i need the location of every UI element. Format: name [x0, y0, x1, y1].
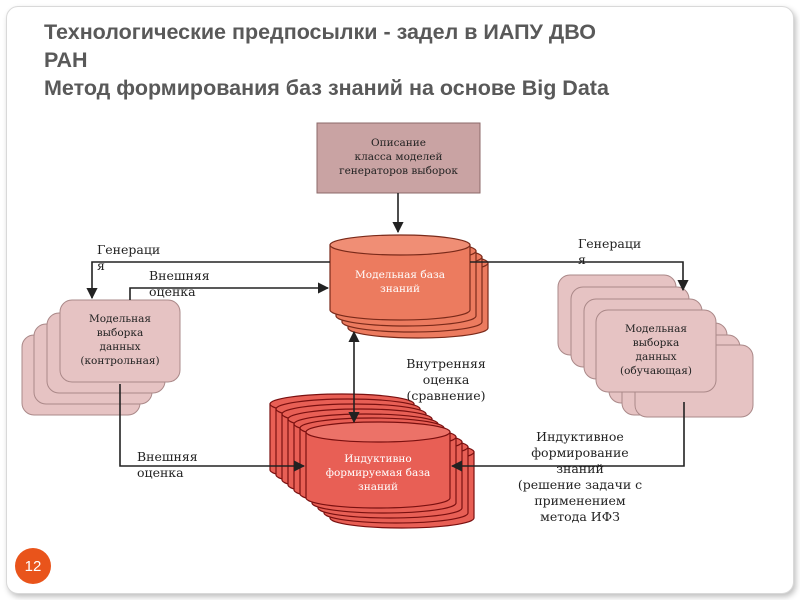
- label-external-eval-top-line: Внешняя: [149, 268, 210, 283]
- arrow-generation-left: [86, 261, 330, 300]
- label-internal-eval-line: оценка: [422, 372, 470, 387]
- label-inductive-line: (решение задачи с: [517, 477, 643, 492]
- training-sample-line: (обучающая): [619, 365, 692, 377]
- inductive-knowledge-base: [269, 393, 475, 529]
- label-generation-left-line: Генераци: [97, 242, 161, 257]
- label-inductive-formation: Индуктивное формирование знаний (решение…: [508, 429, 652, 525]
- label-generation-right-line: я: [578, 252, 586, 267]
- inductive-kb-text: Индуктивно формируемая база знаний: [306, 452, 450, 494]
- control-sample-line: (контрольная): [80, 355, 160, 367]
- control-sample-stack: [21, 299, 181, 416]
- inductive-kb-line: Индуктивно: [344, 453, 412, 465]
- label-external-eval-bottom-line: Внешняя: [137, 449, 198, 464]
- label-generation-right-line: Генераци: [578, 236, 642, 251]
- label-internal-eval-line: (сравнение): [406, 388, 486, 403]
- generator-class-text: Описание класса моделей генераторов выбо…: [317, 136, 480, 178]
- arrow-external-eval-bottom: [119, 384, 306, 472]
- label-inductive-line: применением: [534, 493, 626, 508]
- generator-class-line: Описание: [371, 137, 426, 149]
- training-sample-stack: [557, 274, 754, 418]
- model-kb-line: знаний: [380, 283, 420, 295]
- model-kb-line: Модельная база: [355, 269, 445, 281]
- label-generation-left: Генераци я: [97, 242, 160, 274]
- title-line-2: РАН: [44, 48, 88, 72]
- label-inductive-line: формирование: [531, 445, 629, 460]
- label-external-eval-bottom-line: оценка: [137, 465, 184, 480]
- page-number-badge: 12: [15, 548, 51, 584]
- model-kb-text: Модельная база знаний: [330, 268, 470, 296]
- label-inductive-line: Индуктивное: [536, 429, 624, 444]
- label-inductive-line: метода ИФЗ: [540, 509, 620, 524]
- label-internal-eval: Внутренняя оценка (сравнение): [395, 356, 497, 404]
- generator-class-line: генераторов выборок: [339, 165, 458, 177]
- label-external-eval-top: Внешняя оценка: [149, 268, 210, 300]
- training-sample-line: выборка: [632, 337, 680, 349]
- arrow-external-eval-top: [129, 282, 330, 300]
- label-generation-right: Генераци я: [578, 236, 641, 268]
- arrow-generation-right: [470, 261, 689, 292]
- arrow-inductive-formation: [450, 402, 685, 472]
- model-knowledge-base: [329, 234, 489, 339]
- slide-title: Технологические предпосылки - задел в ИА…: [44, 18, 764, 102]
- label-external-eval-bottom: Внешняя оценка: [137, 449, 198, 481]
- training-sample-text: Модельная выборка данных (обучающая): [596, 322, 716, 378]
- connectors: [86, 193, 689, 472]
- label-internal-eval-line: Внутренняя: [406, 356, 486, 371]
- training-sample-line: Модельная: [624, 323, 688, 335]
- control-sample-text: Модельная выборка данных (контрольная): [60, 312, 180, 368]
- control-sample-line: выборка: [96, 327, 144, 339]
- control-sample-line: данных: [99, 341, 141, 353]
- control-sample-line: Модельная: [88, 313, 152, 325]
- label-inductive-line: знаний: [556, 461, 604, 476]
- training-sample-line: данных: [635, 351, 677, 363]
- generator-class-line: класса моделей: [354, 151, 443, 163]
- label-external-eval-top-line: оценка: [149, 284, 196, 299]
- inductive-kb-line: знаний: [358, 481, 398, 493]
- title-line-3: Метод формирования баз знаний на основе …: [44, 76, 609, 100]
- label-generation-left-line: я: [97, 258, 105, 273]
- inductive-kb-line: формируемая база: [325, 467, 431, 479]
- title-line-1: Технологические предпосылки - задел в ИА…: [44, 20, 596, 44]
